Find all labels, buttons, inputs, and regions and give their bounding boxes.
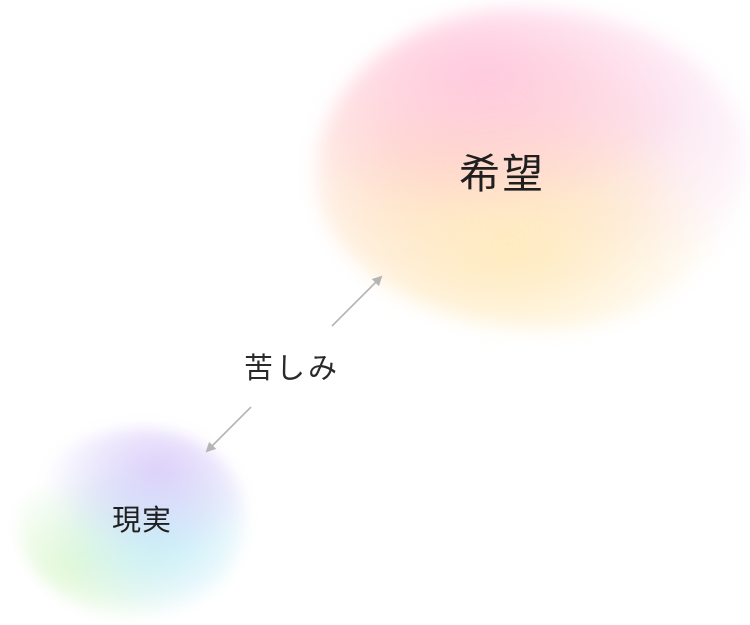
arrow-to-hope [331,275,383,327]
arrow-to-reality [205,406,252,453]
reality-label: 現実 [112,503,173,537]
hope-blob [316,8,746,330]
hope-label: 希望 [459,150,545,198]
suffering-label: 苦しみ [244,351,341,385]
reality-blob [18,428,246,616]
